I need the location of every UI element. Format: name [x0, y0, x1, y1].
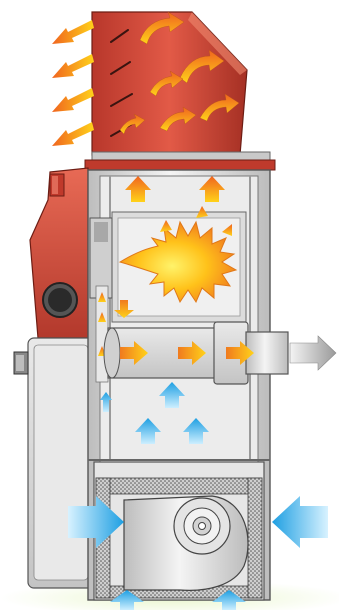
burner-housing: [30, 168, 88, 338]
flue-vent-arrow: [290, 336, 336, 370]
blower-compartment: [94, 462, 264, 600]
exhaust-left-arrows: [52, 20, 94, 146]
supply-plenum: [52, 12, 275, 170]
control-panel: [14, 338, 96, 588]
